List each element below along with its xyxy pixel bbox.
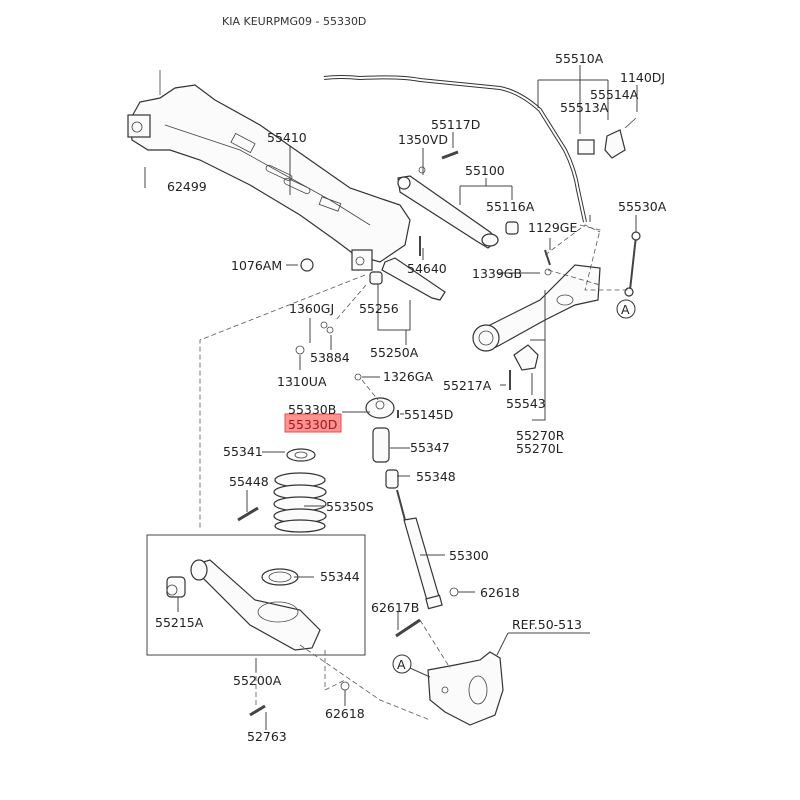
label-ref-A-upper: A (621, 302, 630, 317)
upper-arm-part[interactable] (295, 236, 446, 355)
label-1310UA[interactable]: 1310UA (277, 374, 327, 389)
label-62618-lower[interactable]: 62618 (325, 706, 365, 721)
assist-arm-part[interactable] (397, 150, 519, 249)
label-55530A[interactable]: 55530A (618, 199, 667, 214)
label-1326GA[interactable]: 1326GA (383, 369, 433, 384)
label-55200A[interactable]: 55200A (233, 673, 282, 688)
label-55448[interactable]: 55448 (229, 474, 269, 489)
label-55543[interactable]: 55543 (506, 396, 546, 411)
label-55100[interactable]: 55100 (465, 163, 505, 178)
label-1076AM[interactable]: 1076AM (231, 258, 282, 273)
label-1350VD[interactable]: 1350VD (398, 132, 448, 147)
ref-marker-a-circle (392, 654, 412, 674)
label-55250A[interactable]: 55250A (370, 345, 419, 360)
label-55145D[interactable]: 55145D (404, 407, 453, 422)
label-55330D-highlighted[interactable]: 55330D (288, 417, 337, 432)
label-55410[interactable]: 55410 (267, 130, 307, 145)
label-1129GE[interactable]: 1129GE (528, 220, 577, 235)
ref-marker-a-circle (616, 299, 636, 319)
leader-lines (144, 65, 638, 730)
diagram-title: KIA KEURPMG09 - 55330D (222, 15, 367, 28)
label-54640[interactable]: 54640 (407, 261, 447, 276)
label-55215A[interactable]: 55215A (155, 615, 204, 630)
label-55513A[interactable]: 55513A (560, 100, 609, 115)
assembly-lines (199, 224, 630, 721)
shock-absorber-part[interactable] (354, 373, 459, 638)
label-53884[interactable]: 53884 (310, 350, 350, 365)
label-ref-A-lower: A (397, 657, 406, 672)
label-55348[interactable]: 55348 (416, 469, 456, 484)
label-1339GB[interactable]: 1339GB (472, 266, 522, 281)
label-55270L[interactable]: 55270L (516, 441, 563, 456)
label-52763[interactable]: 52763 (247, 729, 287, 744)
label-55510A[interactable]: 55510A (555, 51, 604, 66)
label-55217A[interactable]: 55217A (443, 378, 492, 393)
coil-spring-part[interactable] (237, 448, 327, 533)
label-ref-50-513[interactable]: REF.50-513 (512, 617, 582, 632)
crossmember-part[interactable] (127, 70, 411, 271)
stabilizer-bar-part[interactable] (323, 75, 637, 223)
label-55256[interactable]: 55256 (359, 301, 399, 316)
label-55347[interactable]: 55347 (410, 440, 450, 455)
label-55117D[interactable]: 55117D (431, 117, 480, 132)
label-55300[interactable]: 55300 (449, 548, 489, 563)
trailing-arm-part[interactable] (472, 231, 641, 390)
label-55270R[interactable]: 55270R (516, 428, 565, 443)
label-55350S[interactable]: 55350S (326, 499, 374, 514)
label-62617B[interactable]: 62617B (371, 600, 419, 615)
label-55514A[interactable]: 55514A (590, 87, 639, 102)
label-62618-upper[interactable]: 62618 (480, 585, 520, 600)
knuckle-part[interactable] (427, 651, 504, 726)
label-1140DJ[interactable]: 1140DJ (620, 70, 665, 85)
label-55116A[interactable]: 55116A (486, 199, 535, 214)
part-labels: 55510A 1140DJ 55514A 55513A 55410 1350VD… (155, 51, 667, 744)
lower-control-arm-part[interactable] (166, 559, 350, 717)
label-62499[interactable]: 62499 (167, 179, 207, 194)
label-55330B[interactable]: 55330B (288, 402, 336, 417)
label-55341[interactable]: 55341 (223, 444, 263, 459)
highlight-box (284, 413, 342, 433)
lower-arm-group-box (146, 534, 366, 656)
label-55344[interactable]: 55344 (320, 569, 360, 584)
label-1360GJ[interactable]: 1360GJ (289, 301, 334, 316)
